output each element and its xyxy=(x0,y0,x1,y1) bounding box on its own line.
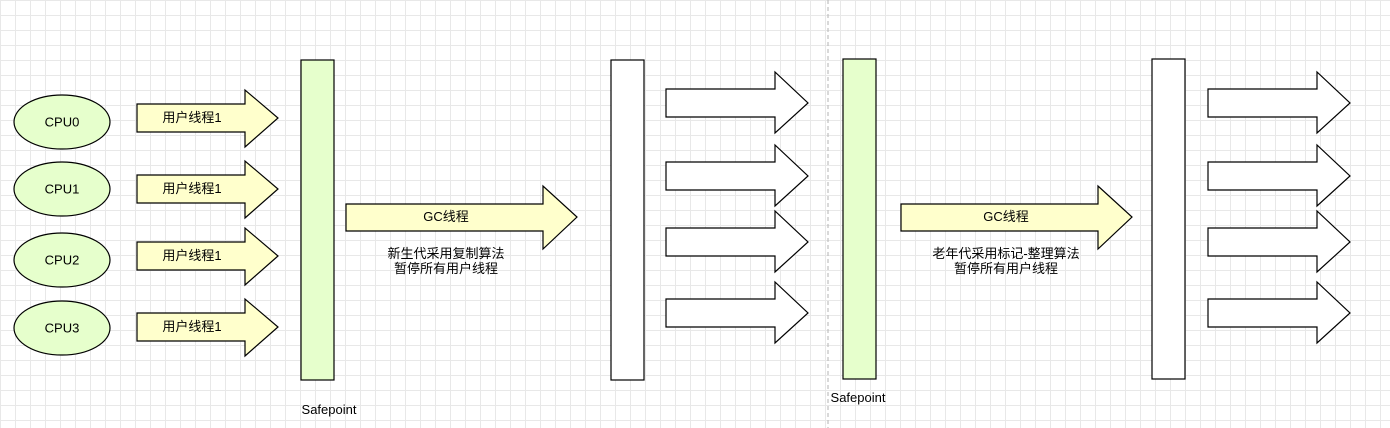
cpu-node-1: CPU1 xyxy=(13,161,111,217)
user-thread-label-1: 用户线程1 xyxy=(162,181,221,196)
cpu-label-0: CPU0 xyxy=(45,115,80,130)
user-thread-label-3: 用户线程1 xyxy=(162,319,221,334)
phase2-description-line2: 暂停所有用户线程 xyxy=(954,261,1058,276)
safepoint-bar-1 xyxy=(300,59,335,381)
cpu-node-0: CPU0 xyxy=(13,94,111,150)
resumed-thread-arrow-1a xyxy=(665,70,809,135)
cpu-label-3: CPU3 xyxy=(45,321,80,336)
resume-bar-1 xyxy=(610,59,645,381)
resumed-thread-arrow-2d xyxy=(1207,280,1351,345)
resume-bar-2 xyxy=(1151,58,1186,380)
user-thread-arrow-2: 用户线程1 xyxy=(136,226,279,287)
resumed-thread-arrow-2c xyxy=(1207,209,1351,274)
safepoint-label-2: Safepoint xyxy=(831,390,886,405)
gc-thread-arrow-1: GC线程 xyxy=(345,184,578,251)
cpu-node-2: CPU2 xyxy=(13,232,111,288)
user-thread-arrow-3: 用户线程1 xyxy=(136,297,279,358)
phase1-description-line2: 暂停所有用户线程 xyxy=(394,261,498,276)
user-thread-label-0: 用户线程1 xyxy=(162,110,221,125)
resumed-thread-arrow-1d xyxy=(665,280,809,345)
resumed-thread-arrow-1b xyxy=(665,143,809,208)
resumed-thread-arrow-2a xyxy=(1207,70,1351,135)
resumed-thread-arrow-2b xyxy=(1207,143,1351,208)
user-thread-label-2: 用户线程1 xyxy=(162,248,221,263)
phase2-description-line1: 老年代采用标记-整理算法 xyxy=(932,246,1079,261)
cpu-node-3: CPU3 xyxy=(13,300,111,356)
phase1-description-line1: 新生代采用复制算法 xyxy=(387,246,504,261)
gc-thread-label-1: GC线程 xyxy=(423,209,469,224)
cpu-label-1: CPU1 xyxy=(45,182,80,197)
gc-thread-label-2: GC线程 xyxy=(983,209,1029,224)
gc-thread-arrow-2: GC线程 xyxy=(900,184,1133,251)
resumed-thread-arrow-1c xyxy=(665,209,809,274)
safepoint-bar-2 xyxy=(842,58,877,380)
safepoint-label-1: Safepoint xyxy=(302,402,357,417)
cpu-label-2: CPU2 xyxy=(45,253,80,268)
user-thread-arrow-1: 用户线程1 xyxy=(136,159,279,220)
user-thread-arrow-0: 用户线程1 xyxy=(136,88,279,149)
